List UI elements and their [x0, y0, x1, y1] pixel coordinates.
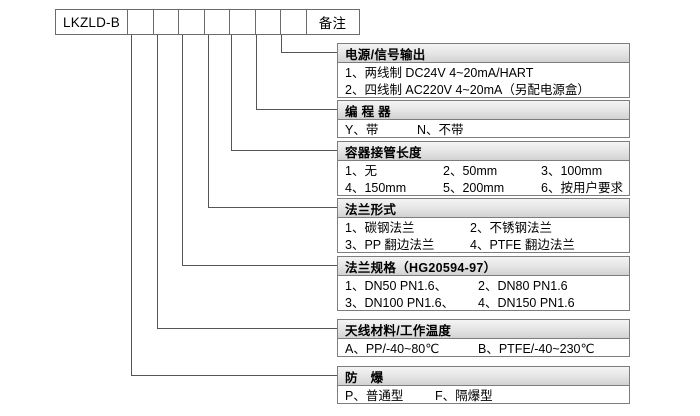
- option-row: P、普通型 F、隔爆型: [345, 388, 629, 405]
- block-body-programmer: Y、带 N、不带: [338, 120, 629, 142]
- option-row: 2、四线制 AC220V 4~20mA（另配电源盒）: [345, 82, 629, 99]
- block-title-flange-specification: 法兰规格（HG20594-97）: [338, 257, 629, 276]
- block-body-antenna-material-temperature: A、PP/-40~80℃ B、PTFE/-40~230℃: [338, 339, 629, 361]
- option-item: A、PP/-40~80℃: [345, 342, 440, 356]
- option-item: 1、两线制 DC24V 4~20mA/HART: [345, 66, 534, 80]
- model-code-blank-cell-4: [205, 10, 230, 34]
- model-code-note-cell: 备注: [318, 16, 347, 31]
- option-item: 1、无: [345, 164, 377, 178]
- option-item: 6、按用户要求: [541, 181, 623, 195]
- option-item: 1、DN50 PN1.6、: [345, 279, 448, 293]
- spec-block-flange-type: 法兰形式 1、碳钢法兰 2、不锈钢法兰 3、PP 翻边法兰 4、PTFE 翻边法…: [337, 198, 630, 253]
- option-item: 2、四线制 AC220V 4~20mA（另配电源盒）: [345, 83, 590, 97]
- option-item: 3、DN100 PN1.6、: [345, 296, 455, 310]
- option-item: 4、150mm: [345, 181, 407, 195]
- option-item: N、不带: [417, 123, 464, 137]
- option-row: 1、两线制 DC24V 4~20mA/HART: [345, 65, 629, 82]
- option-item: 3、100mm: [541, 164, 603, 178]
- option-row: Y、带 N、不带: [345, 122, 629, 139]
- option-item: 2、DN80 PN1.6: [478, 279, 568, 293]
- spec-block-vessel-nozzle-length: 容器接管长度 1、无 2、50mm 3、100mm 4、150mm 5、200m…: [337, 141, 630, 196]
- block-title-programmer: 编 程 器: [338, 101, 629, 120]
- spec-block-flange-specification: 法兰规格（HG20594-97） 1、DN50 PN1.6、 2、DN80 PN…: [337, 256, 630, 311]
- option-item: 2、50mm: [443, 164, 498, 178]
- option-item: Y、带: [345, 123, 379, 137]
- model-code-blank-cell-7: [281, 10, 307, 34]
- connector-hline-7: [131, 375, 337, 376]
- option-item: 4、PTFE 翻边法兰: [470, 238, 575, 252]
- connector-hline-6: [157, 328, 337, 329]
- block-body-explosion-proof: P、普通型 F、隔爆型: [338, 386, 629, 408]
- block-title-power-signal-output: 电源/信号输出: [338, 44, 629, 63]
- block-title-vessel-nozzle-length: 容器接管长度: [338, 142, 629, 161]
- option-row: 3、PP 翻边法兰 4、PTFE 翻边法兰: [345, 237, 629, 254]
- connector-hline-1: [281, 52, 337, 53]
- option-item: F、隔爆型: [435, 389, 493, 403]
- block-title-flange-type: 法兰形式: [338, 199, 629, 218]
- block-body-power-signal-output: 1、两线制 DC24V 4~20mA/HART 2、四线制 AC220V 4~2…: [338, 63, 629, 102]
- model-code-blank-cell-2: [154, 10, 179, 34]
- connector-hline-3: [231, 150, 337, 151]
- connector-vline-5: [182, 35, 183, 265]
- model-code-blank-cell-5: [230, 10, 256, 34]
- option-item: 5、200mm: [443, 181, 505, 195]
- connector-hline-2: [256, 109, 337, 110]
- model-code-blank-cell-1: [128, 10, 154, 34]
- option-item: 4、DN150 PN1.6: [478, 296, 575, 310]
- block-body-flange-type: 1、碳钢法兰 2、不锈钢法兰 3、PP 翻边法兰 4、PTFE 翻边法兰: [338, 218, 629, 257]
- spec-block-explosion-proof: 防 爆 P、普通型 F、隔爆型: [337, 366, 630, 404]
- connector-vline-2: [256, 35, 257, 109]
- connector-vline-7: [131, 35, 132, 375]
- block-body-flange-specification: 1、DN50 PN1.6、 2、DN80 PN1.6 3、DN100 PN1.6…: [338, 276, 629, 315]
- option-item: 2、不锈钢法兰: [470, 221, 552, 235]
- model-code-row: LKZLD-B 备注: [55, 9, 360, 35]
- option-row: 1、DN50 PN1.6、 2、DN80 PN1.6: [345, 278, 629, 295]
- connector-vline-3: [231, 35, 232, 150]
- option-item: 3、PP 翻边法兰: [345, 238, 435, 252]
- model-code-blank-cell-3: [179, 10, 205, 34]
- block-title-explosion-proof: 防 爆: [338, 367, 629, 386]
- spec-block-antenna-material-temperature: 天线材料/工作温度 A、PP/-40~80℃ B、PTFE/-40~230℃: [337, 319, 630, 357]
- option-item: B、PTFE/-40~230℃: [478, 342, 595, 356]
- option-row: 4、150mm 5、200mm 6、按用户要求: [345, 180, 629, 197]
- option-item: P、普通型: [345, 389, 404, 403]
- spec-block-power-signal-output: 电源/信号输出 1、两线制 DC24V 4~20mA/HART 2、四线制 AC…: [337, 43, 630, 98]
- block-body-vessel-nozzle-length: 1、无 2、50mm 3、100mm 4、150mm 5、200mm 6、按用户…: [338, 161, 629, 200]
- connector-hline-4: [208, 207, 337, 208]
- connector-vline-1: [281, 35, 282, 52]
- spec-block-programmer: 编 程 器 Y、带 N、不带: [337, 100, 630, 138]
- block-title-antenna-material-temperature: 天线材料/工作温度: [338, 320, 629, 339]
- connector-vline-6: [157, 35, 158, 328]
- option-row: 1、碳钢法兰 2、不锈钢法兰: [345, 220, 629, 237]
- connector-vline-4: [208, 35, 209, 207]
- option-item: 1、碳钢法兰: [345, 221, 415, 235]
- option-row: A、PP/-40~80℃ B、PTFE/-40~230℃: [345, 341, 629, 358]
- model-code-base-cell: LKZLD-B: [56, 10, 128, 34]
- option-row: 1、无 2、50mm 3、100mm: [345, 163, 629, 180]
- option-row: 3、DN100 PN1.6、 4、DN150 PN1.6: [345, 295, 629, 312]
- model-code-blank-cell-6: [256, 10, 281, 34]
- connector-hline-5: [182, 265, 337, 266]
